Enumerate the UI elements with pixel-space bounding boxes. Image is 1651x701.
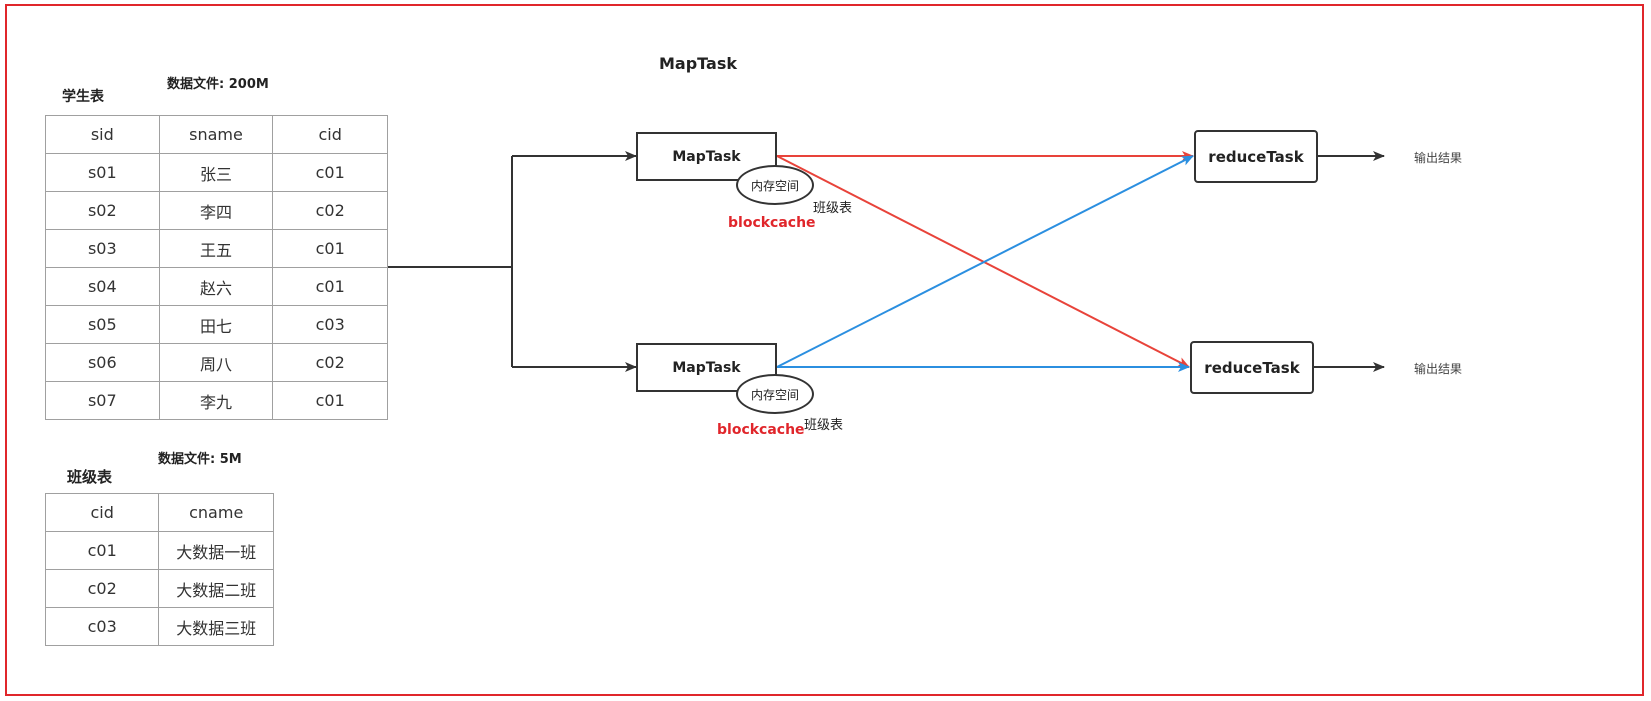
- table-cell: s07: [45, 381, 160, 420]
- header-cell: sname: [158, 115, 274, 154]
- table-cell: c01: [272, 229, 388, 268]
- table-row: s03 王五 c01: [45, 229, 388, 268]
- table-cell: s04: [45, 267, 160, 306]
- table-cell: c01: [272, 153, 388, 192]
- memory-space-ellipse-1: 内存空间: [736, 165, 814, 205]
- table-cell: 大数据三班: [158, 607, 274, 646]
- reducetask-box-1: reduceTask: [1194, 130, 1318, 183]
- output-label-2: 输出结果: [1414, 362, 1463, 376]
- memory-space-ellipse-2: 内存空间: [736, 374, 814, 414]
- table-cell: c02: [44, 569, 160, 608]
- maptask2-to-reduce1-arrow: [776, 155, 1194, 368]
- table-cell: 张三: [158, 153, 274, 192]
- class-table: cid cname c01 大数据一班 c02 大数据二班 c03 大数据三班: [44, 493, 274, 646]
- reducetask-box-2: reduceTask: [1190, 341, 1314, 394]
- table-cell: 李九: [158, 381, 274, 420]
- table-row: s07 李九 c01: [45, 381, 388, 420]
- class-table-title: 班级表: [67, 468, 113, 486]
- student-table-title: 学生表: [62, 89, 104, 105]
- table-cell: c03: [272, 305, 388, 344]
- blockcache-label-1: blockcache: [728, 215, 816, 231]
- table-row: s01 张三 c01: [45, 153, 388, 192]
- table-row: s05 田七 c03: [45, 305, 388, 344]
- maptask-box-1: MapTask: [636, 132, 777, 181]
- blockcache-label-2: blockcache: [717, 422, 805, 438]
- table-row: c03 大数据三班: [44, 607, 274, 646]
- diagram-heading: MapTask: [659, 54, 737, 73]
- table-cell: s01: [45, 153, 160, 192]
- diagram-frame: [5, 4, 1644, 696]
- table-cell: c02: [272, 343, 388, 382]
- table-cell: c01: [272, 267, 388, 306]
- table-header-row: cid cname: [44, 493, 274, 532]
- table-cell: 田七: [158, 305, 274, 344]
- table-cell: 大数据二班: [158, 569, 274, 608]
- table-row: c02 大数据二班: [44, 569, 274, 608]
- table-cell: c01: [44, 531, 160, 570]
- header-cell: cname: [158, 493, 274, 532]
- table-cell: c01: [272, 381, 388, 420]
- class-table-label-2: 班级表: [804, 418, 844, 433]
- student-table: sid sname cid s01 张三 c01 s02 李四 c02 s03 …: [45, 115, 388, 420]
- table-row: s02 李四 c02: [45, 191, 388, 230]
- output-label-1: 输出结果: [1414, 151, 1463, 165]
- class-table-label-1: 班级表: [813, 201, 853, 216]
- table-cell: c03: [44, 607, 160, 646]
- student-table-file-size: 数据文件: 200M: [167, 77, 269, 92]
- table-cell: s02: [45, 191, 160, 230]
- class-table-file-size: 数据文件: 5M: [158, 452, 242, 467]
- split-connector: [388, 156, 513, 367]
